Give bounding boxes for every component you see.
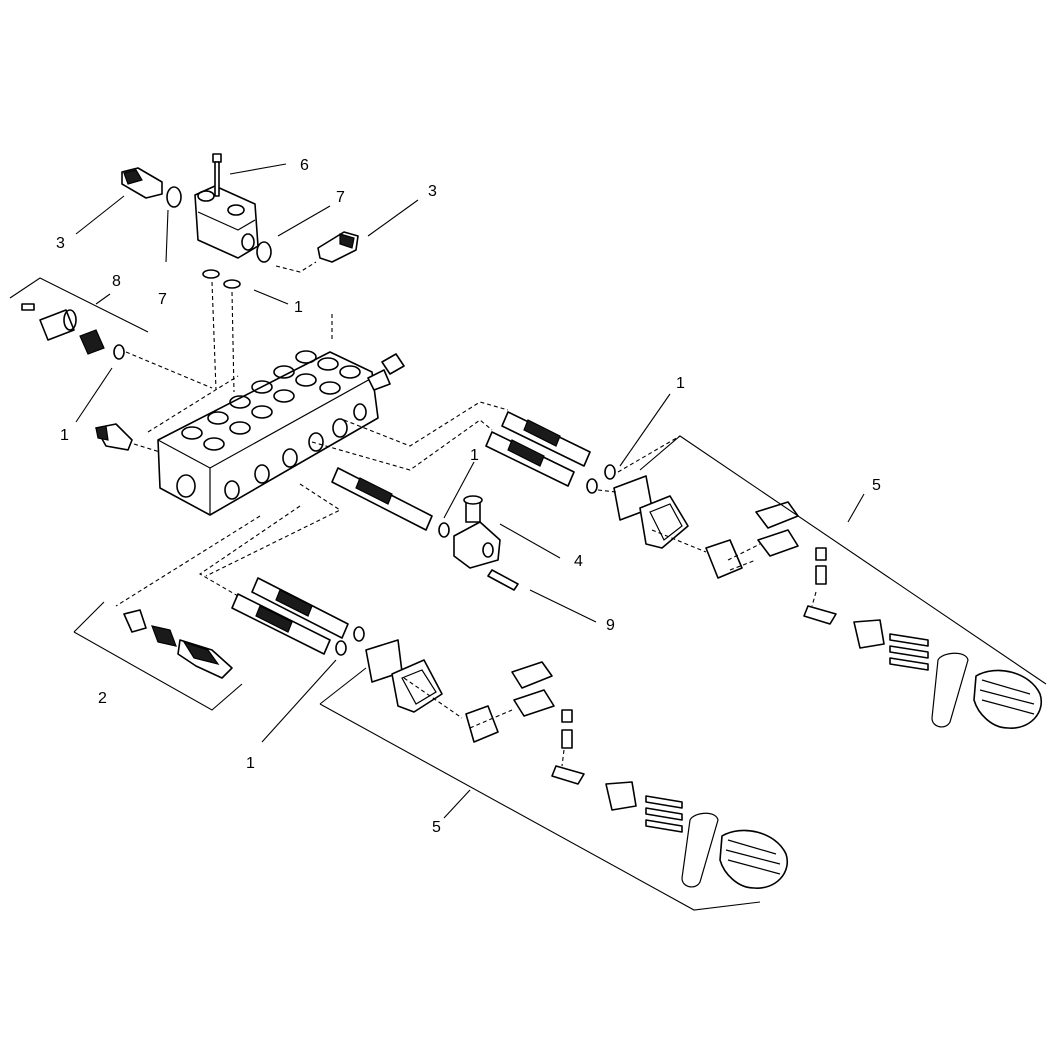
callout-3-right: 3 [428, 183, 437, 200]
hidden-lines [115, 261, 817, 767]
callout-7-left: 7 [158, 291, 167, 308]
plug-assembly-8 [21, 303, 125, 360]
callout-8: 8 [112, 273, 121, 290]
callout-1-top: 1 [294, 299, 303, 316]
callout-7-right: 7 [336, 189, 345, 206]
callout-5-upper: 5 [872, 477, 881, 494]
callout-3-left: 3 [56, 235, 65, 252]
orings-under-block [202, 269, 241, 289]
callout-4: 4 [574, 553, 583, 570]
callout-labels: 6 3 7 3 7 8 1 1 1 1 5 4 9 2 1 5 [56, 157, 881, 836]
callout-5-lower: 5 [432, 819, 441, 836]
top-manifold-block [194, 185, 259, 259]
leader-lines [75, 163, 865, 819]
callout-1-right: 1 [676, 375, 685, 392]
bolt-9 [487, 569, 519, 591]
detent-assembly-2 [123, 609, 233, 679]
spool-upper-right [485, 411, 591, 487]
spool-lower-left [231, 577, 349, 655]
relief-valve-3-right [256, 231, 359, 263]
callout-1-bottom: 1 [246, 755, 255, 772]
left-fitting [95, 423, 133, 451]
spool-middle [331, 467, 433, 531]
relief-valve-3-left [121, 167, 182, 208]
group-brackets [9, 277, 1047, 911]
handle-group-upper [586, 464, 1043, 729]
callout-6: 6 [300, 157, 309, 174]
bolt-6 [212, 153, 222, 197]
valve-body [157, 350, 405, 516]
callout-9: 9 [606, 617, 615, 634]
handle-group-lower [335, 626, 789, 889]
callout-1-left: 1 [60, 427, 69, 444]
callout-1-middle: 1 [470, 447, 479, 464]
callout-2: 2 [98, 690, 107, 707]
valve-4 [438, 495, 501, 569]
